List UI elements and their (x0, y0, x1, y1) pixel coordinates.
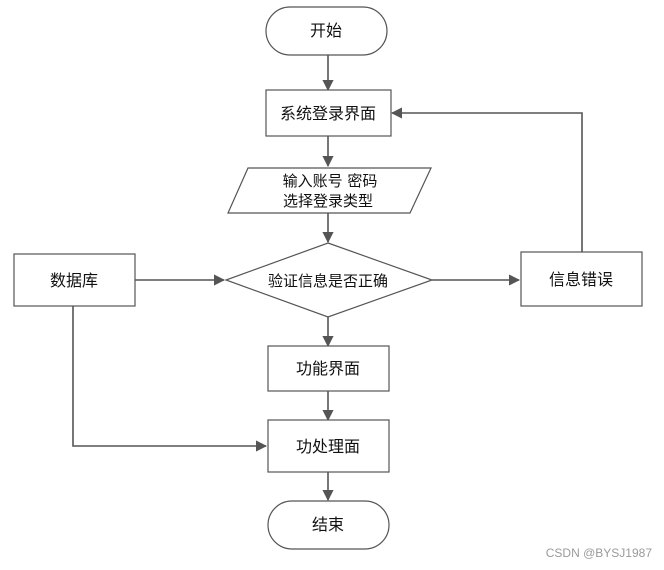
login-screen-label: 系统登录界面 (280, 104, 376, 123)
input-label-line2: 选择登录类型 (283, 192, 373, 210)
database-node: 数据库 (13, 253, 136, 307)
login-screen-node: 系统登录界面 (265, 89, 392, 137)
watermark-text: CSDN @BYSJ1987 (545, 546, 652, 560)
function-screen-node: 功能界面 (267, 345, 390, 392)
info-error-label: 信息错误 (549, 270, 613, 289)
start-label: 开始 (310, 21, 342, 40)
input-node: 输入账号 密码 选择登录类型 (227, 167, 432, 214)
verify-label: 验证信息是否正确 (268, 272, 388, 290)
database-label: 数据库 (50, 271, 98, 290)
arrow-error-to-login (390, 107, 583, 252)
connectors (72, 55, 583, 502)
function-screen-label: 功能界面 (296, 359, 360, 378)
end-label: 结束 (312, 515, 344, 534)
end-node: 结束 (267, 500, 390, 550)
info-error-node: 信息错误 (520, 251, 643, 307)
arrow-database-to-process (72, 306, 268, 452)
process-screen-label: 功处理面 (296, 437, 360, 456)
start-node: 开始 (265, 6, 388, 56)
verify-decision-node: 验证信息是否正确 (224, 242, 434, 318)
process-screen-node: 功处理面 (267, 419, 390, 473)
input-label-line1: 输入账号 密码 (283, 172, 378, 190)
